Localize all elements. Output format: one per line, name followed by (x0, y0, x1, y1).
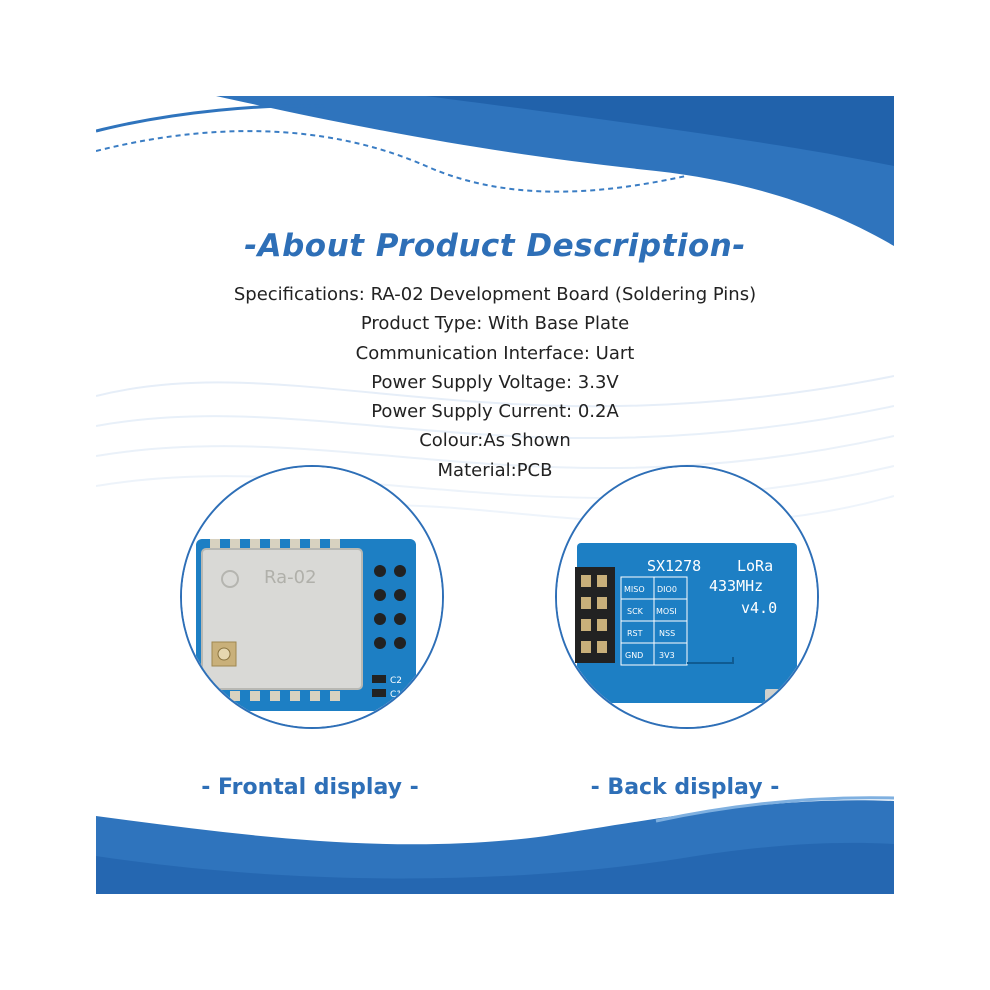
cap-label: C2 (390, 676, 402, 686)
pin-label-left: SCK (627, 607, 644, 616)
spec-item: Power Supply Voltage: 3.3V (371, 371, 619, 393)
rf-shield (201, 548, 363, 690)
pin-label-right: 3V3 (659, 651, 675, 660)
pin-label-left: GND (625, 651, 643, 660)
cap-label: C1 (390, 690, 402, 700)
spec-item: Communication Interface: Uart (355, 342, 635, 364)
page-title: -About Product Description- (244, 228, 746, 264)
wave-background (96, 96, 894, 894)
spec-item: Material:PCB (437, 459, 553, 481)
solder-pad (765, 689, 779, 701)
pin-label-left: RST (627, 629, 643, 638)
lora-label: LoRa (737, 557, 773, 575)
chip-label: SX1278 (647, 557, 701, 575)
back-board-illustration: SX1278 LoRa 433MHz v4.0 MISO (557, 467, 817, 727)
spec-list: Specifications: RA-02 Development Board … (0, 280, 990, 485)
front-view-photo: Ra-02 C2 C1 (180, 465, 444, 729)
back-view-photo: SX1278 LoRa 433MHz v4.0 MISO (555, 465, 819, 729)
back-caption: - Back display - (590, 775, 780, 800)
pin-label-left: MISO (624, 585, 645, 594)
freq-label: 433MHz (709, 577, 763, 595)
version-label: v4.0 (741, 599, 777, 617)
spec-item: Power Supply Current: 0.2A (371, 401, 619, 423)
front-caption: - Frontal display - (201, 775, 419, 800)
pin-label-right: MOSI (656, 607, 677, 616)
front-board-illustration: Ra-02 C2 C1 (182, 467, 442, 727)
spec-item: Colour:As Shown (419, 430, 571, 452)
spec-item: Product Type: With Base Plate (360, 313, 630, 335)
module-label: Ra-02 (264, 567, 317, 588)
spec-item: Specifications: RA-02 Development Board … (233, 284, 757, 305)
pin-label-right: DIO0 (657, 585, 677, 594)
pin-label-right: NSS (659, 629, 675, 638)
